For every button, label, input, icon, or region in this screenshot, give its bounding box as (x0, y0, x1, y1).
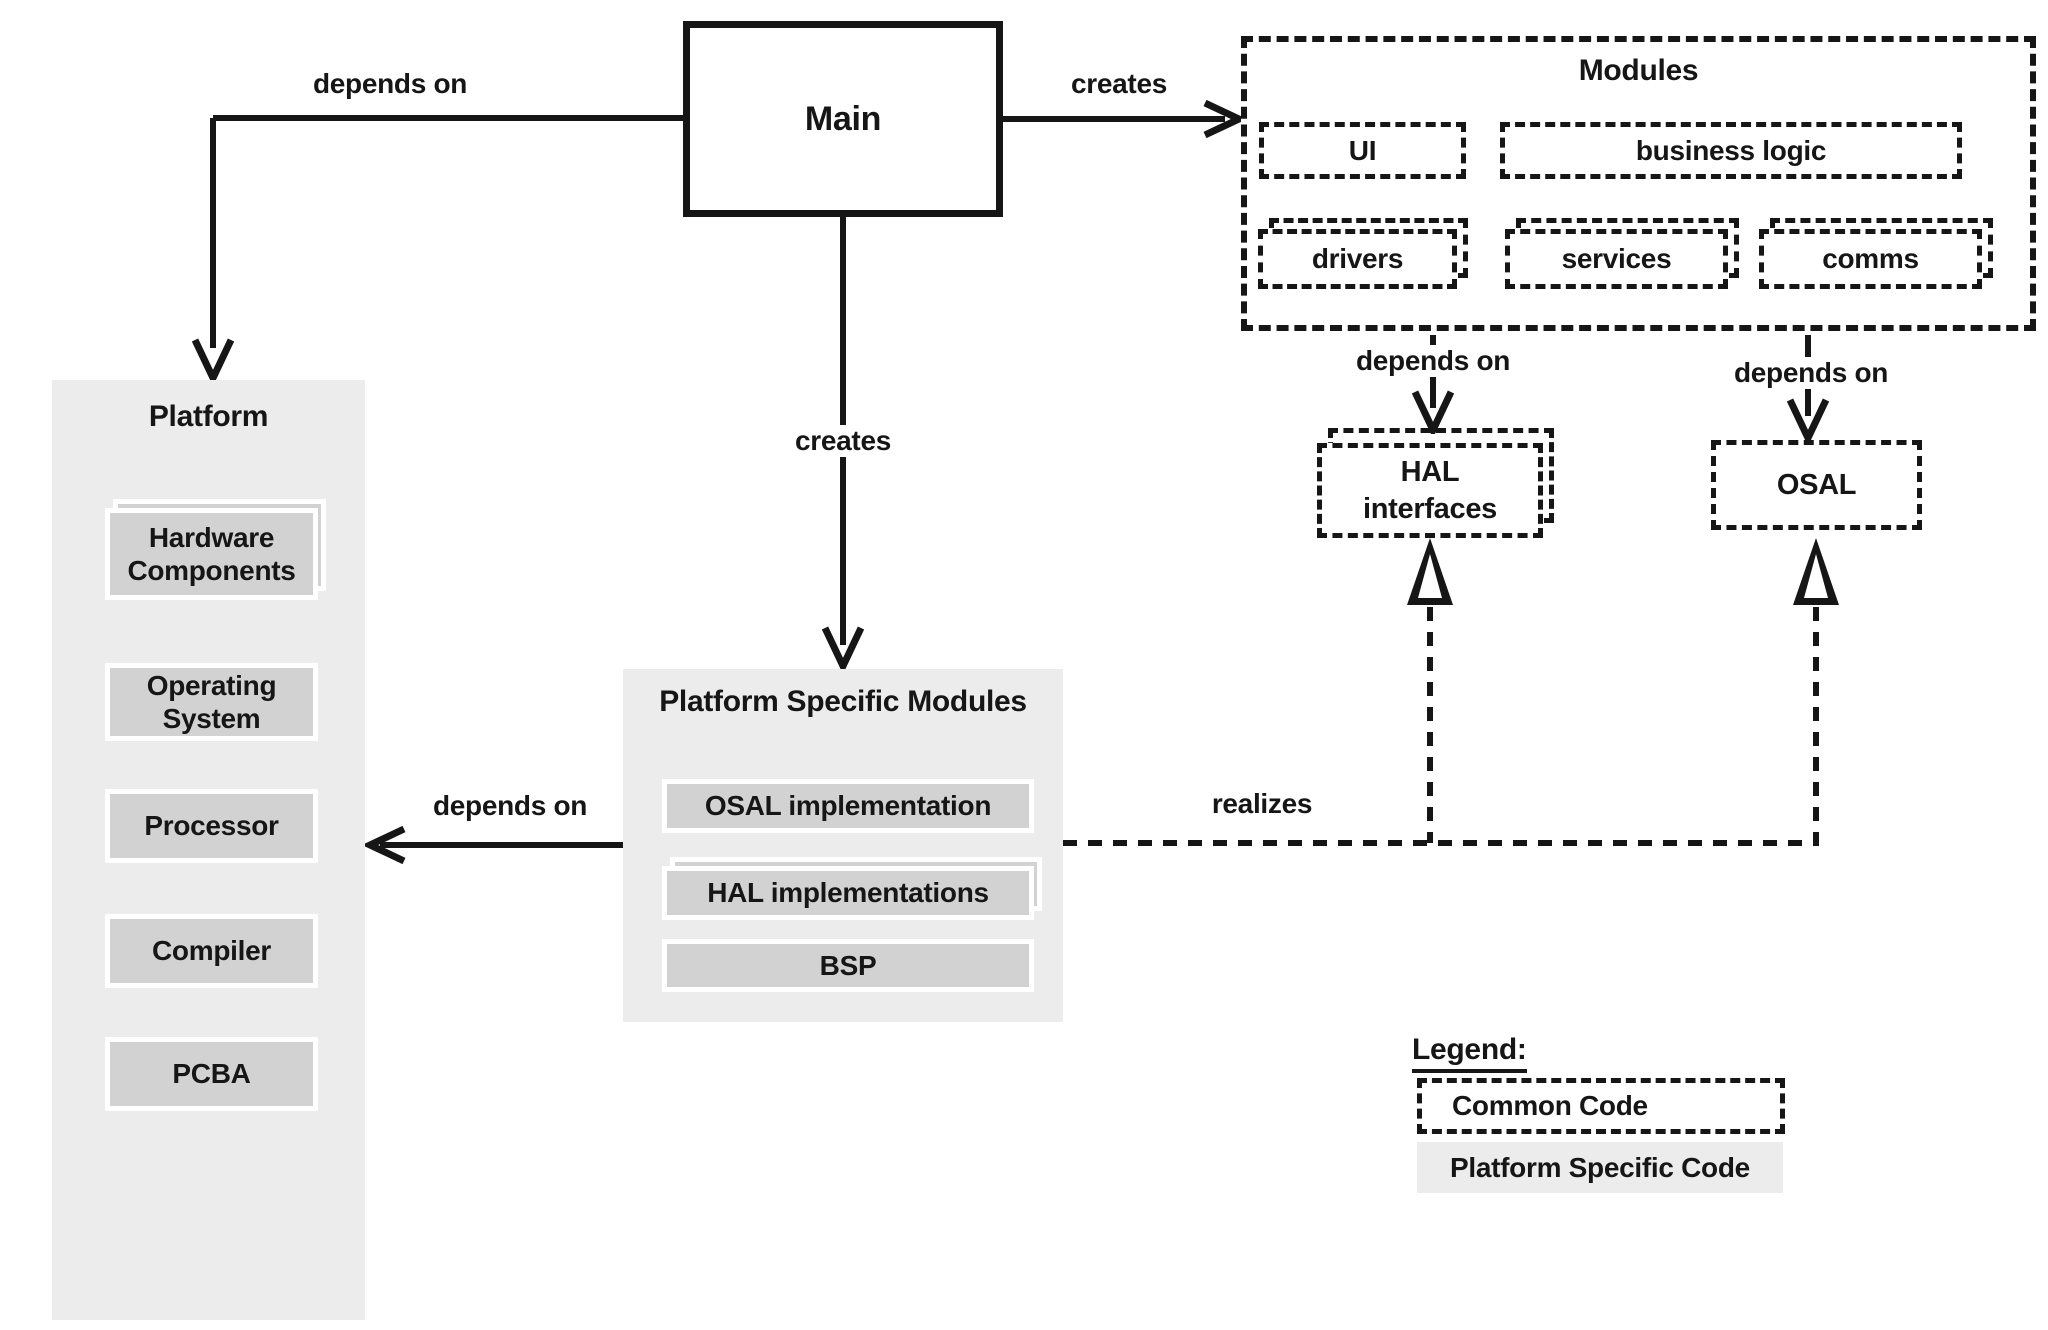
arrowhead-down-icon (821, 626, 865, 670)
edge-psm-platform-hline (380, 842, 623, 848)
edge-label-creates-main-psm: creates (763, 425, 923, 457)
main-label: Main (804, 99, 882, 138)
legend-platform-specific-code: Platform Specific Code (1417, 1142, 1783, 1193)
osal-box: OSAL (1711, 440, 1922, 530)
arrowhead-left-icon (364, 825, 406, 865)
processor-label: Processor (144, 810, 279, 842)
arrowhead-down-icon (191, 338, 235, 382)
arrowhead-right-icon (1203, 99, 1245, 139)
platform-item-hardware-components: Hardware Components (105, 508, 318, 600)
edge-main-platform-hline (213, 115, 683, 121)
module-ui-box: UI (1259, 122, 1466, 179)
edge-main-platform-vline (210, 118, 216, 348)
hal-interfaces-label: HAL interfaces (1362, 456, 1497, 525)
osal-label: OSAL (1776, 468, 1857, 501)
module-business-logic-box: business logic (1500, 122, 1962, 179)
edge-label-creates-main-modules: creates (1071, 68, 1167, 99)
edge-label-depends-on-main-platform: depends on (312, 68, 468, 99)
realization-triangle-osal-icon (1793, 538, 1839, 605)
psm-item-hal-implementations: HAL implementations (662, 866, 1034, 920)
psm-item-osal-implementation: OSAL implementation (662, 779, 1034, 833)
module-services-label: services (1561, 243, 1672, 274)
edge-label-depends-on-psm-platform: depends on (432, 790, 588, 821)
hal-interfaces-box: HAL interfaces (1317, 443, 1543, 538)
platform-item-pcba: PCBA (105, 1037, 318, 1111)
arrowhead-down-icon (1786, 398, 1830, 442)
modules-box: Modules UI business logic drivers servic… (1241, 36, 2036, 331)
main-box: Main (683, 21, 1003, 217)
edge-realizes-osal-vline (1813, 607, 1819, 843)
module-ui-label: UI (1348, 134, 1377, 166)
hardware-components-label: Hardware Components (127, 521, 296, 586)
psm-item-bsp: BSP (662, 939, 1034, 992)
modules-title: Modules (1578, 54, 1699, 87)
platform-panel: Platform Hardware Components Operating S… (52, 380, 365, 1320)
psm-panel: Platform Specific Modules OSAL implement… (623, 669, 1063, 1022)
module-drivers-label: drivers (1311, 243, 1404, 274)
platform-item-processor: Processor (105, 789, 318, 863)
psm-title: Platform Specific Modules (659, 685, 1027, 718)
bsp-label: BSP (819, 949, 877, 981)
module-drivers-box: drivers (1258, 229, 1457, 289)
pcba-label: PCBA (172, 1058, 251, 1090)
hal-implementations-label: HAL implementations (707, 877, 989, 909)
edge-main-modules-hline (1003, 116, 1225, 122)
edge-label-depends-on-modules-hal: depends on (1333, 345, 1533, 377)
platform-item-operating-system: Operating System (105, 663, 318, 741)
module-business-logic-label: business logic (1635, 134, 1827, 166)
platform-title: Platform (148, 400, 269, 433)
platform-item-compiler: Compiler (105, 914, 318, 988)
operating-system-label: Operating System (146, 669, 277, 734)
legend-title: Legend: (1412, 1033, 1527, 1073)
edge-realizes-hal-vline (1427, 607, 1433, 843)
module-comms-label: comms (1822, 243, 1919, 274)
edge-label-depends-on-modules-osal: depends on (1711, 357, 1911, 389)
edge-label-realizes: realizes (1211, 788, 1313, 819)
edge-realizes-hline (1063, 840, 1819, 846)
osal-implementation-label: OSAL implementation (704, 790, 992, 822)
legend-common-code: Common Code (1417, 1078, 1785, 1134)
arrowhead-down-icon (1411, 390, 1455, 434)
module-services-box: services (1505, 229, 1728, 289)
legend-platform-specific-code-label: Platform Specific Code (1450, 1151, 1750, 1183)
realization-triangle-hal-icon (1407, 538, 1453, 605)
module-comms-box: comms (1759, 229, 1982, 289)
compiler-label: Compiler (152, 935, 271, 967)
legend-common-code-label: Common Code (1452, 1090, 1648, 1121)
